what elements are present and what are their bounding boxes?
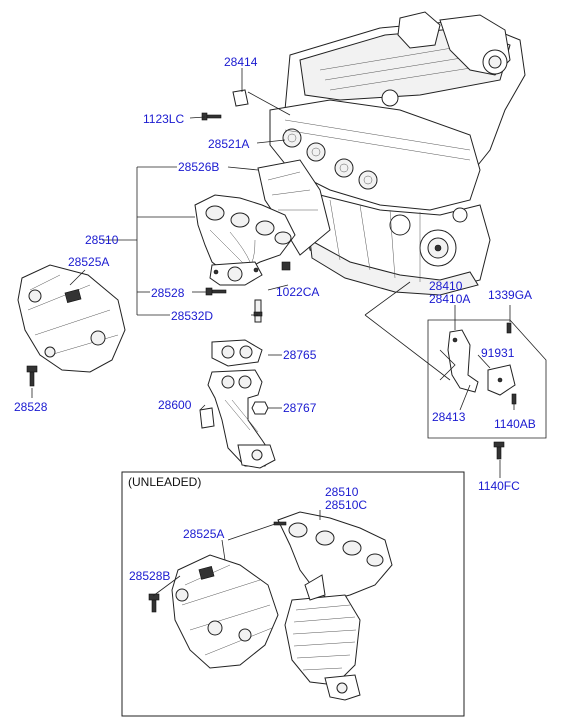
engine-block-illustration — [269, 11, 526, 296]
label-28413: 28413 — [432, 410, 466, 424]
part-labels: 28414 1123LC 28521A 28526B 28510 28525A … — [14, 55, 536, 583]
label-28410: 28410 — [429, 279, 463, 293]
unleaded-inset — [121, 471, 465, 717]
label-28765: 28765 — [283, 348, 317, 362]
label-inset-28525a: 28525A — [183, 527, 224, 541]
label-28528-left: 28528 — [14, 400, 48, 414]
label-1140fc: 1140FC — [478, 479, 520, 493]
label-91931: 91931 — [481, 346, 515, 360]
gasket-28765 — [211, 339, 263, 367]
label-inset-28510c: 28510C — [325, 498, 367, 512]
label-28410a: 28410A — [429, 292, 470, 306]
label-1022ca: 1022CA — [276, 285, 319, 299]
label-1140ab: 1140AB — [494, 417, 536, 431]
manifold-heat-shield-upper — [257, 159, 331, 256]
label-28767: 28767 — [283, 401, 317, 415]
label-28525a: 28525A — [68, 255, 109, 269]
label-28528-mid: 28528 — [151, 286, 185, 300]
label-1123lc: 1123LC — [143, 112, 184, 126]
heat-protector-inset — [171, 554, 279, 669]
inset-caption: (UNLEADED) — [128, 475, 201, 489]
label-1339ga: 1339GA — [488, 288, 532, 302]
label-28526b: 28526B — [178, 160, 219, 174]
manifold-with-catalyst — [277, 511, 393, 701]
fasteners — [26, 89, 291, 415]
label-28532d: 28532D — [171, 309, 213, 323]
label-inset-28510: 28510 — [325, 485, 359, 499]
bracket-detail-box — [427, 319, 547, 460]
label-28414: 28414 — [224, 55, 258, 69]
front-pipe-28600 — [199, 369, 276, 469]
exhaust-manifold-main — [194, 194, 296, 286]
label-inset-28528b: 28528B — [129, 569, 170, 583]
leader-lines — [31, 68, 515, 478]
label-28510: 28510 — [85, 233, 119, 247]
label-28521a: 28521A — [208, 137, 249, 151]
heat-protector-left — [17, 264, 126, 373]
label-28600: 28600 — [158, 398, 192, 412]
